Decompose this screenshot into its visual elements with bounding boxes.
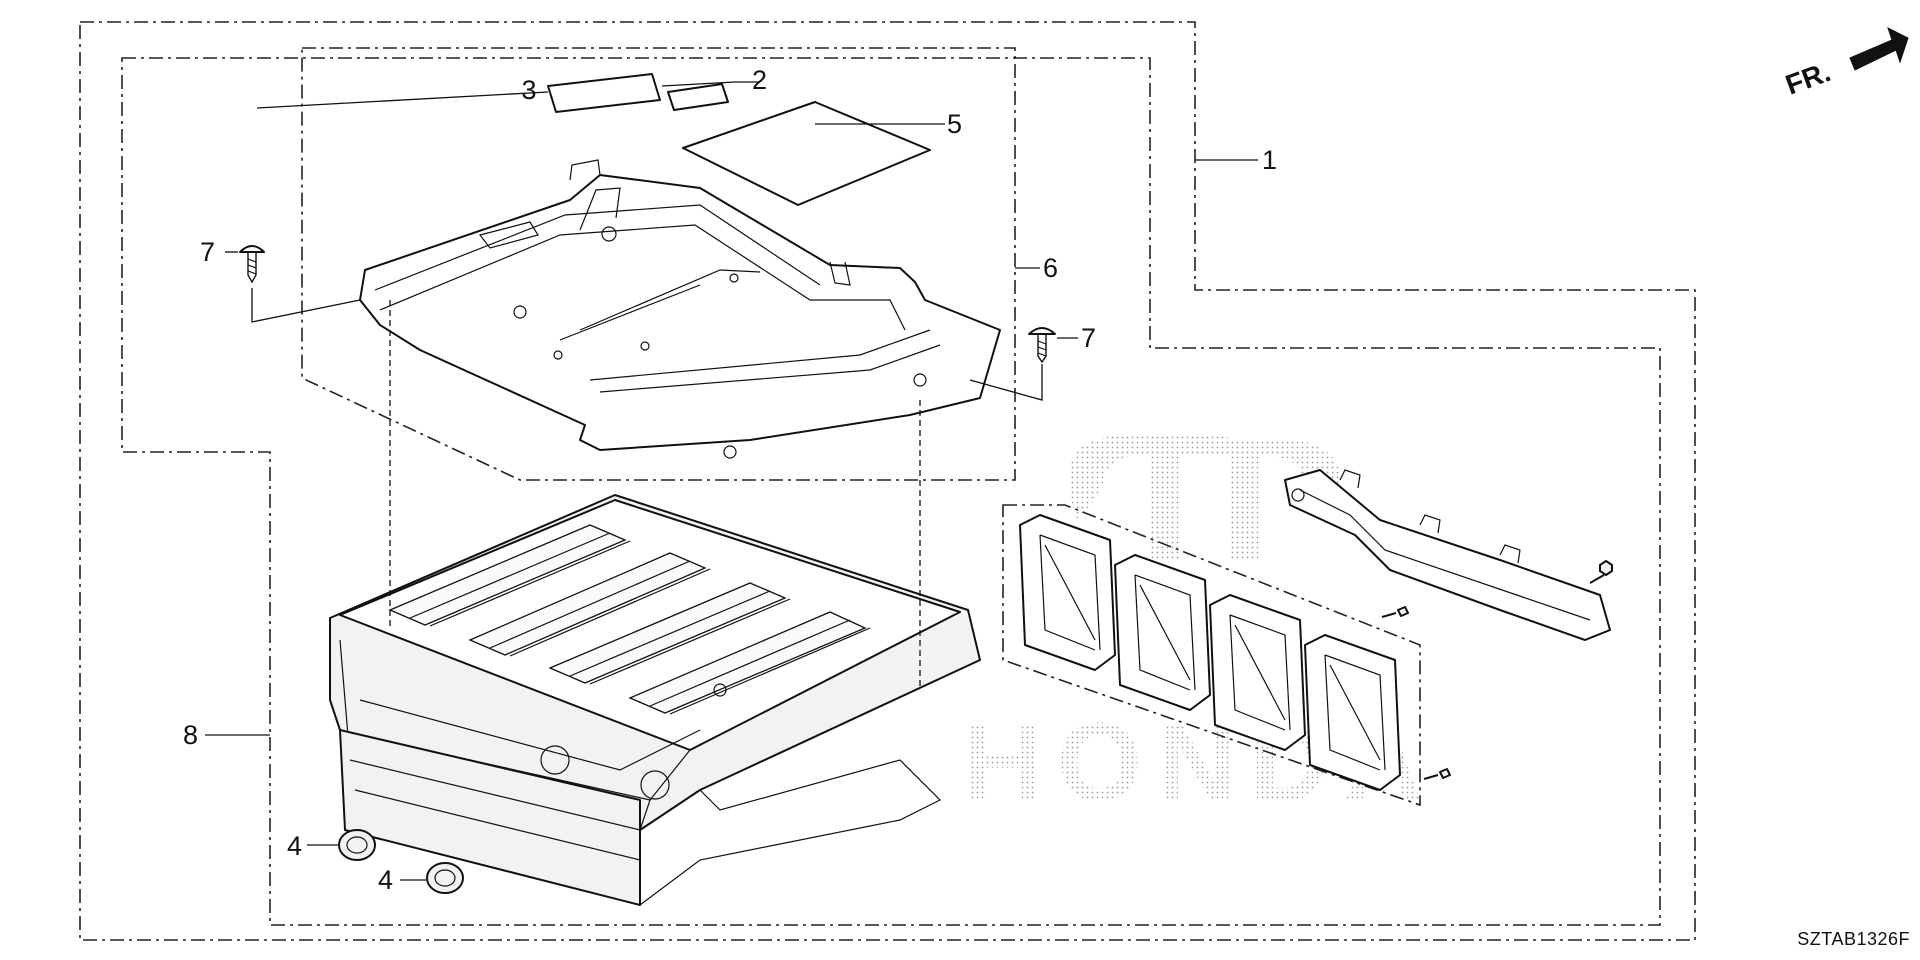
part-6-cover — [359, 159, 1001, 459]
bolt-1 — [1589, 560, 1613, 584]
part-3-label — [547, 73, 661, 113]
module-bracket — [1284, 469, 1611, 641]
callout-8: 8 — [183, 720, 198, 750]
callout-2: 2 — [752, 65, 767, 95]
callout-6: 6 — [1043, 253, 1058, 283]
module-3 — [1209, 594, 1306, 751]
battery-control-modules — [1019, 514, 1401, 791]
callout-1: 1 — [1262, 145, 1277, 175]
bolt-2 — [1381, 606, 1409, 618]
label-sheets — [547, 73, 931, 206]
part-4-grommet-b — [426, 862, 464, 894]
front-arrow-icon — [1849, 27, 1909, 71]
battery-stack — [329, 494, 981, 906]
callout-4a: 4 — [287, 831, 302, 861]
part-4-grommet-a — [338, 829, 376, 861]
outline-assembly-8 — [121, 57, 1661, 926]
module-2 — [1114, 554, 1211, 711]
part-7-screw-right — [1028, 327, 1056, 364]
callout-7b: 7 — [1081, 323, 1096, 353]
part-5-sheet — [682, 101, 931, 206]
callout-4b: 4 — [378, 865, 393, 895]
callout-7a: 7 — [200, 237, 215, 267]
leader-lines — [205, 81, 1258, 881]
bolts — [1381, 560, 1613, 780]
callout-5: 5 — [947, 109, 962, 139]
callouts: 1 2 3 4 4 5 6 7 7 8 — [183, 65, 1277, 895]
direction-label: FR. — [1781, 56, 1834, 101]
module-1 — [1019, 514, 1116, 671]
front-direction-indicator: FR. — [1781, 27, 1909, 101]
cell-rows — [388, 524, 871, 715]
part-7-screw-left — [239, 245, 265, 284]
diagram-code: SZTAB1326F — [1797, 929, 1910, 949]
outline-assembly-1 — [79, 21, 1696, 941]
module-4 — [1304, 634, 1401, 791]
bolt-3 — [1423, 768, 1451, 780]
group-outlines — [79, 21, 1696, 941]
outline-cover-6 — [301, 47, 1016, 481]
part-2-label — [667, 83, 729, 111]
outline-modules — [1002, 504, 1421, 807]
callout-3: 3 — [521, 75, 536, 105]
